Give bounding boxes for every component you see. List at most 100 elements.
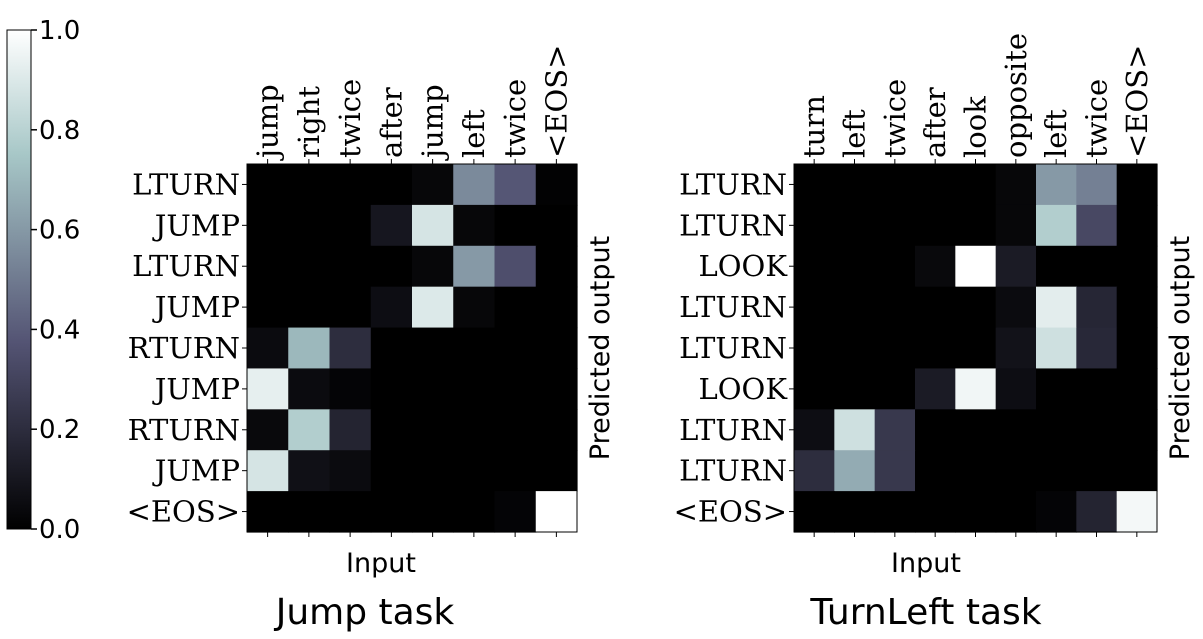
x-tick-label: twice <box>878 79 912 158</box>
heatmap-cell <box>370 368 413 410</box>
heatmap-cell <box>834 164 876 206</box>
heatmap-cell <box>955 204 997 247</box>
heatmap-cell <box>1116 368 1158 410</box>
heatmap-cell <box>247 204 289 247</box>
heatmap-cell <box>288 204 331 247</box>
heatmap-cell <box>494 409 537 451</box>
heatmap-cell <box>995 450 1037 492</box>
heatmap-cell <box>1076 409 1118 451</box>
heatmap-cell <box>1116 450 1158 492</box>
heatmap-cell <box>494 368 537 410</box>
x-tick-label: twice <box>333 79 367 158</box>
heatmap-cell <box>955 164 997 206</box>
heatmap-cell <box>1036 409 1077 451</box>
heatmap-cell <box>453 491 496 533</box>
y-tick-label: LOOK <box>699 372 789 406</box>
heatmap-cell <box>915 164 956 206</box>
x-axis-label: Input <box>891 548 961 579</box>
heatmap-cell <box>412 327 454 370</box>
heatmap-cell <box>370 327 413 370</box>
heatmap-cell <box>1116 164 1158 206</box>
heatmap-cell <box>874 245 916 288</box>
colorbar-ticks: 0.00.20.40.60.81.0 <box>31 16 80 545</box>
y-tick-label: JUMP <box>152 372 240 406</box>
x-tick-label: jump <box>416 84 450 161</box>
heatmap-cell <box>1036 164 1077 206</box>
heatmap-cell <box>995 491 1037 533</box>
heatmap-cell <box>1076 286 1118 329</box>
heatmap-cell <box>955 368 997 410</box>
heatmap-cell <box>288 327 331 370</box>
heatmap-cell <box>955 409 997 451</box>
heatmap-cell <box>329 409 372 451</box>
heatmap-cell <box>794 204 835 247</box>
heatmap-cell <box>955 245 997 288</box>
heatmap-cell <box>955 450 997 492</box>
heatmap-cell <box>1036 245 1077 288</box>
heatmap-cell <box>329 368 372 410</box>
y-tick-label: <EOS> <box>674 495 787 529</box>
heatmap-cell <box>995 164 1037 206</box>
heatmap-cell <box>794 409 835 451</box>
heatmap-cell <box>412 409 454 451</box>
heatmap-cell <box>874 450 916 492</box>
heatmap-cell <box>535 450 578 492</box>
heatmap-cell <box>453 450 496 492</box>
heatmap-cell <box>453 204 496 247</box>
heatmap-cell <box>370 450 413 492</box>
colorbar-tick-label: 0.0 <box>39 515 80 545</box>
heatmap-cell <box>995 286 1037 329</box>
heatmap-cell <box>834 327 876 370</box>
heatmap-cell <box>412 245 454 288</box>
colorbar: 0.00.20.40.60.81.0 <box>6 16 80 545</box>
heatmap-cell <box>915 491 956 533</box>
heatmap-cell <box>1116 409 1158 451</box>
heatmap-cell <box>834 286 876 329</box>
heatmap-cell <box>834 409 876 451</box>
heatmap-cell <box>1116 204 1158 247</box>
heatmap-cell <box>1036 286 1077 329</box>
colorbar-tick-label: 0.6 <box>39 216 80 246</box>
heatmap-cell <box>915 368 956 410</box>
y-tick-label: LTURN <box>679 208 787 242</box>
heatmap-cell <box>370 204 413 247</box>
heatmap-cell <box>794 491 835 533</box>
heatmap-cell <box>535 164 578 206</box>
heatmap-cell <box>494 286 537 329</box>
heatmap-cell <box>370 491 413 533</box>
heatmap-cell <box>995 245 1037 288</box>
heatmap-cell <box>874 204 916 247</box>
heatmap-cell <box>794 450 835 492</box>
heatmap-cell <box>288 491 331 533</box>
heatmap-cell <box>453 286 496 329</box>
heatmap-cells <box>247 164 578 533</box>
heatmap-cell <box>494 450 537 492</box>
heatmap-cell <box>915 204 956 247</box>
heatmap-cell <box>874 286 916 329</box>
heatmap-cell <box>247 368 289 410</box>
heatmap-cell <box>535 491 578 533</box>
heatmap-cell <box>288 450 331 492</box>
heatmap-cell <box>834 368 876 410</box>
y-tick-label: LTURN <box>679 454 787 488</box>
heatmap-cell <box>1076 491 1118 533</box>
colorbar-gradient <box>6 29 32 530</box>
heatmap-cell <box>834 245 876 288</box>
heatmap-cell <box>494 245 537 288</box>
heatmap-cell <box>535 286 578 329</box>
heatmap-cell <box>834 491 876 533</box>
x-tick-label: opposite <box>999 33 1033 158</box>
heatmap-cell <box>535 327 578 370</box>
heatmap-cell <box>329 286 372 329</box>
heatmap-cell <box>794 327 835 370</box>
heatmap-cell <box>494 491 537 533</box>
heatmap-cell <box>247 286 289 329</box>
heatmap-cell <box>915 327 956 370</box>
heatmap-cell <box>329 204 372 247</box>
heatmap-cell <box>995 204 1037 247</box>
y-tick-label: RTURN <box>128 331 240 365</box>
